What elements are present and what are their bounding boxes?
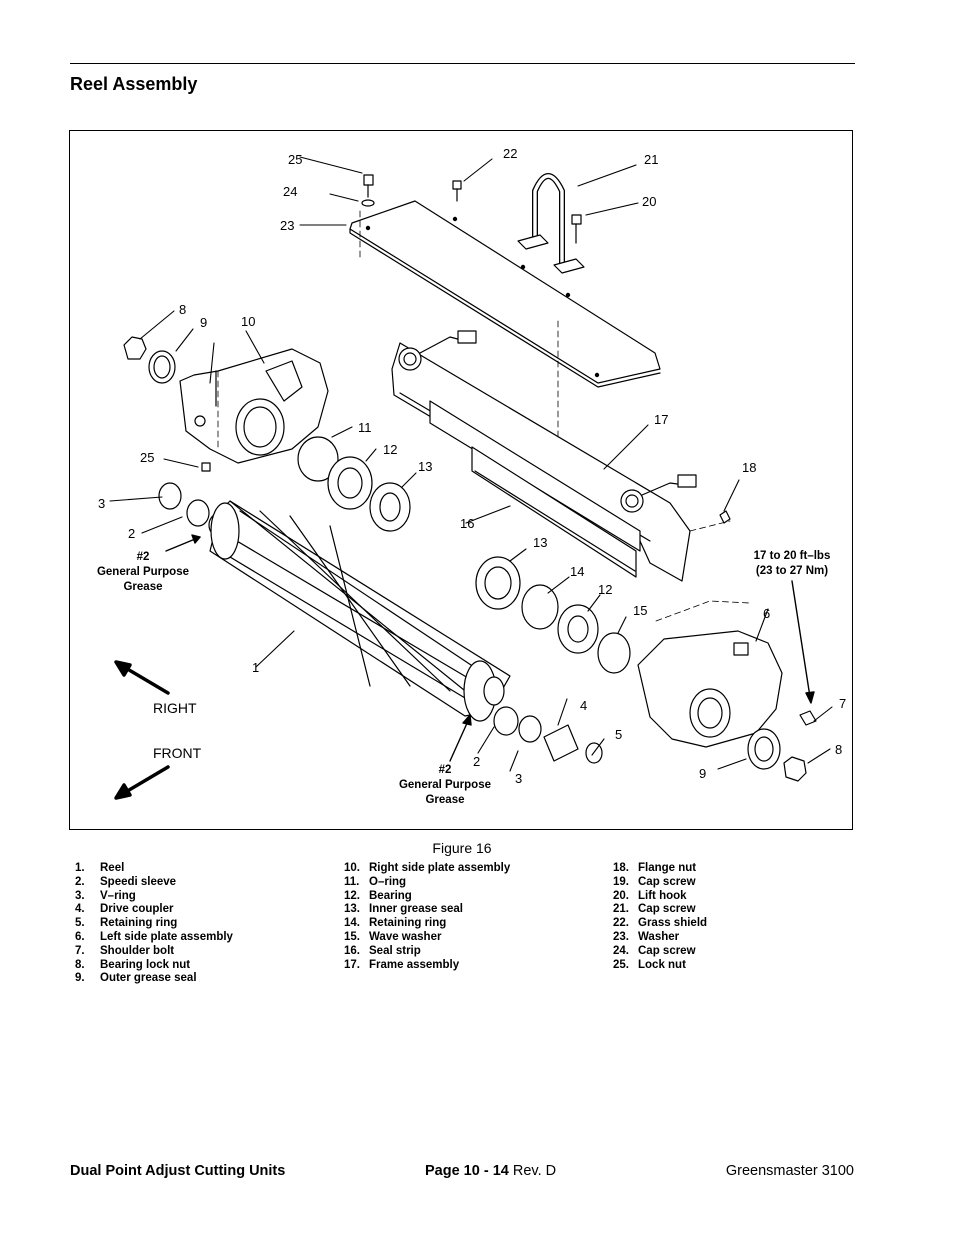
callout-21: 22 (503, 146, 518, 161)
callout-13a: 13 (418, 459, 433, 474)
leader-lines (109, 156, 833, 772)
footer-page: Page 10 - 14 Rev. D (425, 1163, 556, 1179)
legend-item: 21.Cap screw (613, 903, 696, 916)
footer-manual-title: Dual Point Adjust Cutting Units (70, 1163, 286, 1179)
legend-item: 10.Right side plate assembly (344, 862, 511, 874)
legend-item: 13.Inner grease seal (344, 903, 463, 916)
legend-item: 6.Left side plate assembly (75, 930, 233, 943)
callout-3a: 3 (98, 496, 106, 511)
reel-drawing (209, 500, 542, 743)
footer-product: Greensmaster 3100 (725, 1163, 854, 1179)
legend-item: 19.Cap screw (613, 875, 696, 888)
callout-7: 7 (839, 696, 847, 711)
torque-note: 17 to 20 ft–lbs (23 to 27 Nm) (753, 550, 831, 577)
footer-page-number: Page 10 - 14 (425, 1163, 509, 1179)
section-title: Reel Assembly (70, 74, 198, 94)
legend-item: 1.Reel (75, 862, 125, 874)
legend-item: 14.Retaining ring (344, 917, 447, 930)
legend-item: 5.Retaining ring (75, 917, 178, 930)
legend-item: 4.Drive coupler (75, 903, 174, 916)
legend-item: 16.Seal strip (344, 944, 421, 957)
callout-1: 1 (252, 660, 260, 675)
header-rule (70, 63, 855, 64)
callout-12a: 12 (383, 442, 398, 457)
callout-3b: 3 (515, 771, 523, 786)
direction-arrows (114, 660, 170, 800)
legend-column-2: 10.Right side plate assembly 11.O–ring 1… (344, 862, 510, 972)
callout-8b: 8 (835, 742, 843, 757)
callout-17: 17 (654, 412, 669, 427)
callout-6: 6 (763, 606, 771, 621)
frame-assembly-drawing (391, 330, 697, 582)
legend-item: 3.V–ring (75, 889, 136, 902)
left-side-plate-drawing (637, 510, 817, 782)
callout-4: 4 (580, 698, 588, 713)
assembly-lines-drawing (217, 210, 751, 622)
callout-18: 18 (742, 460, 757, 475)
legend-item: 17.Frame assembly (344, 958, 460, 971)
grass-shield-drawing (349, 200, 661, 388)
callout-10: 10 (241, 314, 256, 329)
direction-right-label: RIGHT (153, 700, 197, 716)
legend-item: 11.O–ring (344, 875, 407, 888)
callout-23: 24 (283, 184, 298, 199)
legend-item: 15.Wave washer (344, 930, 442, 943)
right-side-plate-drawing (179, 348, 329, 464)
exploded-view-figure: 25 24 23 22 21 20 8 9 10 25 11 12 13 3 2… (69, 130, 853, 830)
legend-column-3: 18.Flange nut 19.Cap screw 20.Lift hook … (613, 862, 707, 972)
lift-hook-drawing (517, 173, 585, 274)
legend-item: 23.Washer (613, 930, 680, 943)
legend-item: 8.Bearing lock nut (75, 958, 191, 971)
callout-19: 20 (642, 194, 657, 209)
legend-item: 24.Cap screw (613, 944, 696, 957)
grease-note-bottom: #2 General Purpose Grease (398, 764, 492, 806)
legend-item: 20.Lift hook (613, 889, 687, 902)
callout-9a: 9 (200, 315, 208, 330)
footer-revision: Rev. D (512, 1163, 557, 1179)
callout-9b: 9 (699, 766, 707, 781)
legend-column-1: 1.Reel 2.Speedi sleeve 3.V–ring 4.Drive … (75, 862, 233, 986)
callout-2a: 2 (128, 526, 136, 541)
figure-caption: Figure 16 (432, 840, 492, 856)
callout-20: 21 (644, 152, 659, 167)
grease-arrows (165, 534, 815, 762)
callout-14: 14 (570, 564, 585, 579)
top-cap-screws-drawing (361, 174, 582, 244)
legend-item: 9.Outer grease seal (75, 972, 197, 985)
left-small-parts-drawing (123, 336, 411, 537)
callout-13b: 13 (533, 535, 548, 550)
legend-item: 2.Speedi sleeve (75, 875, 177, 888)
legend-item: 25.Lock nut (613, 958, 686, 971)
legend-item: 7.Shoulder bolt (75, 944, 175, 957)
callout-24: 25 (288, 152, 303, 167)
legend-item: 12.Bearing (344, 889, 412, 902)
grease-note-left: #2 General Purpose Grease (96, 551, 190, 593)
reel-assembly-drawing (109, 156, 833, 800)
callout-8a: 8 (179, 302, 187, 317)
callout-5: 5 (615, 727, 623, 742)
middle-seals-drawing (475, 556, 631, 764)
callout-16: 16 (460, 516, 475, 531)
legend-item: 18.Flange nut (613, 862, 697, 874)
callout-12b: 12 (598, 582, 613, 597)
callout-22: 23 (280, 218, 295, 233)
callout-2b: 2 (473, 754, 481, 769)
callout-25: 25 (140, 450, 155, 465)
callout-11: 11 (358, 420, 372, 435)
callout-15: 15 (633, 603, 648, 618)
legend-item: 22.Grass shield (613, 917, 708, 930)
direction-front-label: FRONT (153, 745, 202, 761)
